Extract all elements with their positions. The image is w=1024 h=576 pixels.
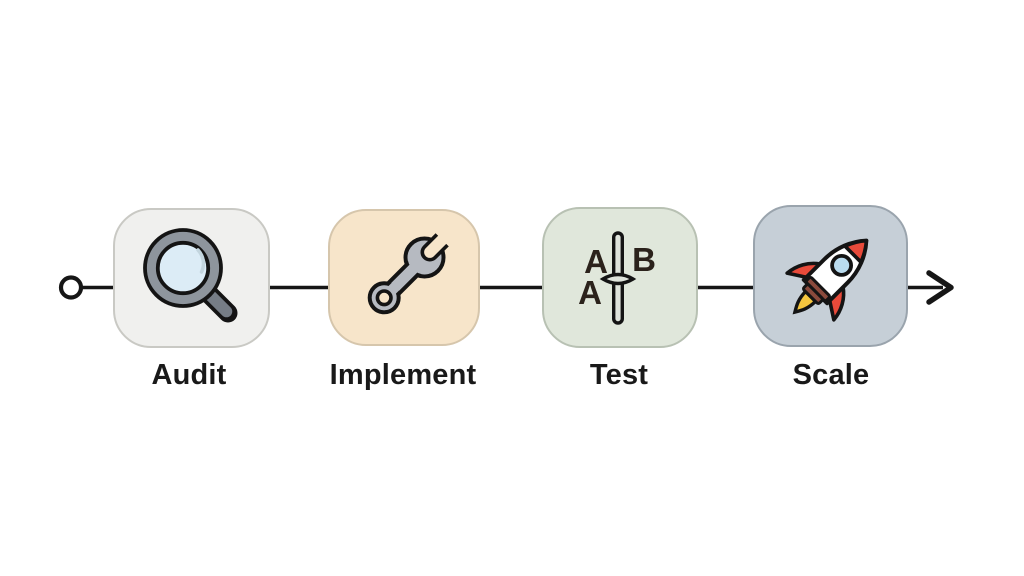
step-label-test: Test — [589, 359, 649, 391]
step-tile-implement — [328, 209, 480, 346]
step-label-scale: Scale — [792, 359, 870, 391]
arrow-head-icon — [926, 270, 954, 305]
start-circle-icon — [58, 275, 84, 300]
ab-letter-a-top: A — [584, 243, 608, 280]
ab-test-icon: A B A — [578, 230, 656, 325]
ab-letter-a-bottom: A — [578, 274, 602, 311]
step-tile-test: A B A — [542, 207, 698, 348]
rocket-icon — [784, 238, 868, 322]
step-label-implement: Implement — [329, 359, 477, 391]
step-label-audit: Audit — [151, 359, 227, 391]
wrench-icon — [367, 232, 449, 314]
magnifier-icon — [142, 228, 237, 323]
step-tile-scale — [753, 205, 908, 347]
ab-letter-b: B — [632, 241, 656, 278]
step-tile-audit — [113, 208, 270, 348]
